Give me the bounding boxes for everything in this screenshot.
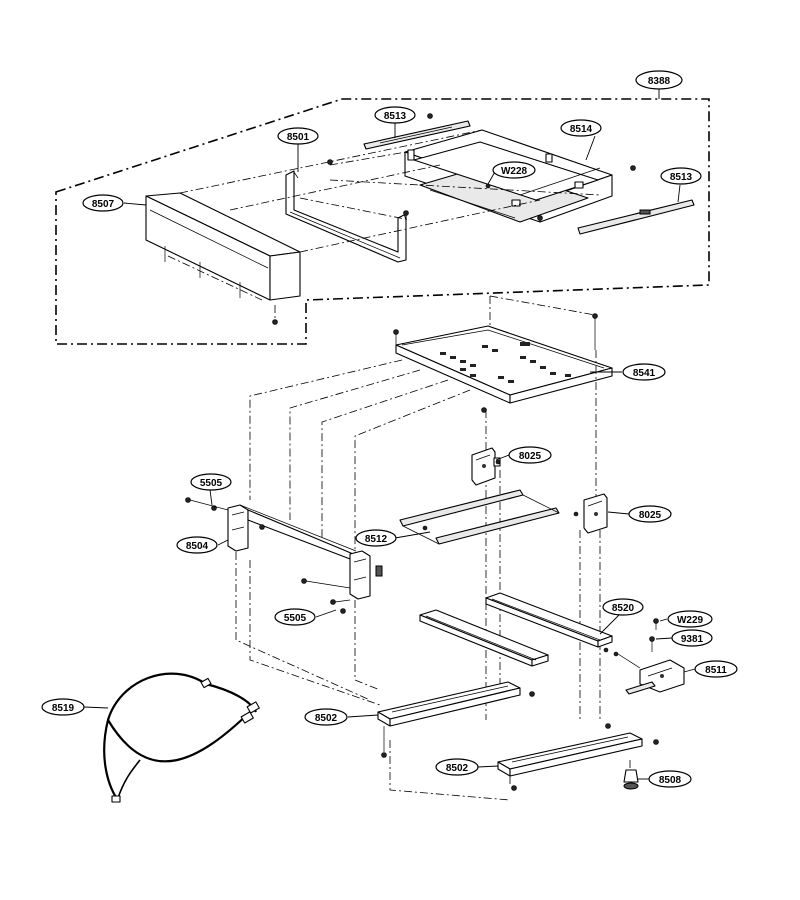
callout-w229: W229: [667, 610, 713, 628]
callout-8025-right: 8025: [628, 505, 672, 523]
callout-label: 8507: [92, 199, 115, 210]
callout-9381: 9381: [671, 629, 713, 647]
callout-8502-lower: 8502: [435, 758, 479, 776]
callout-8507: 8507: [82, 194, 124, 212]
leader-lines: [83, 89, 696, 780]
callout-5505-upper: 5505: [190, 473, 232, 491]
callout-8519: 8519: [41, 698, 85, 716]
callout-8504: 8504: [176, 536, 218, 554]
callout-8541: 8541: [622, 363, 666, 381]
drawer-frame[interactable]: [285, 170, 407, 263]
screw-w229[interactable]: [653, 618, 659, 631]
assembly-boundary-8388: [55, 98, 710, 345]
side-frame[interactable]: [185, 497, 383, 614]
callout-label: 5505: [200, 478, 223, 489]
tray-right[interactable]: [485, 592, 613, 648]
callout-label: 8519: [52, 703, 75, 714]
bracket-right[interactable]: [573, 493, 608, 534]
hinge-bracket[interactable]: [603, 647, 685, 695]
callout-label: 8502: [446, 763, 469, 774]
callout-label: 8511: [705, 665, 727, 676]
callout-label: 8513: [384, 111, 407, 122]
callout-5505-lower: 5505: [274, 608, 316, 626]
callout-8508: 8508: [648, 770, 692, 788]
callout-label: 8501: [287, 132, 310, 143]
callout-8520: 8520: [602, 598, 644, 616]
callout-label: 8520: [612, 603, 635, 614]
callout-8511: 8511: [694, 660, 738, 678]
slide-rail-left[interactable]: [363, 120, 471, 150]
wire-harness[interactable]: [103, 672, 260, 803]
callout-label: 8388: [648, 76, 671, 87]
callout-label: 8025: [639, 510, 662, 521]
callout-8512: 8512: [355, 529, 397, 547]
callout-8513-upper: 8513: [374, 106, 416, 124]
callout-8502-upper: 8502: [304, 708, 348, 726]
alignment-lines-top: [179, 129, 601, 318]
callout-label: 9381: [681, 634, 704, 645]
callout-label: 8508: [659, 775, 682, 786]
callout-label: 8502: [315, 713, 338, 724]
callout-8513-lower: 8513: [660, 167, 702, 185]
callout-label: 8025: [519, 451, 542, 462]
bracket-center[interactable]: [471, 447, 501, 486]
callout-label: 8541: [633, 368, 656, 379]
callout-8501: 8501: [277, 127, 319, 145]
slide-rail-right[interactable]: [577, 199, 695, 235]
callout-label: 8513: [670, 172, 693, 183]
top-screws: [272, 113, 636, 325]
rail-upper[interactable]: [377, 681, 535, 758]
rail-lower[interactable]: [497, 723, 659, 791]
callout-8388: 8388: [635, 70, 683, 90]
callout-8514: 8514: [560, 119, 602, 137]
callout-label: 8512: [365, 534, 388, 545]
callout-label: 8514: [570, 124, 593, 135]
callout-label: W228: [501, 166, 528, 177]
cross-channel[interactable]: [399, 489, 560, 545]
callout-8025-center: 8025: [508, 446, 552, 464]
callout-label: 5505: [284, 613, 307, 624]
callout-label: W229: [677, 615, 704, 626]
top-plate[interactable]: [393, 313, 613, 413]
callout-w228: W228: [492, 161, 536, 179]
drawer-front-panel[interactable]: [145, 192, 301, 301]
callout-label: 8504: [186, 541, 209, 552]
washer-9381[interactable]: [649, 636, 655, 653]
tray-left[interactable]: [419, 609, 549, 667]
leveling-leg[interactable]: [623, 769, 639, 790]
